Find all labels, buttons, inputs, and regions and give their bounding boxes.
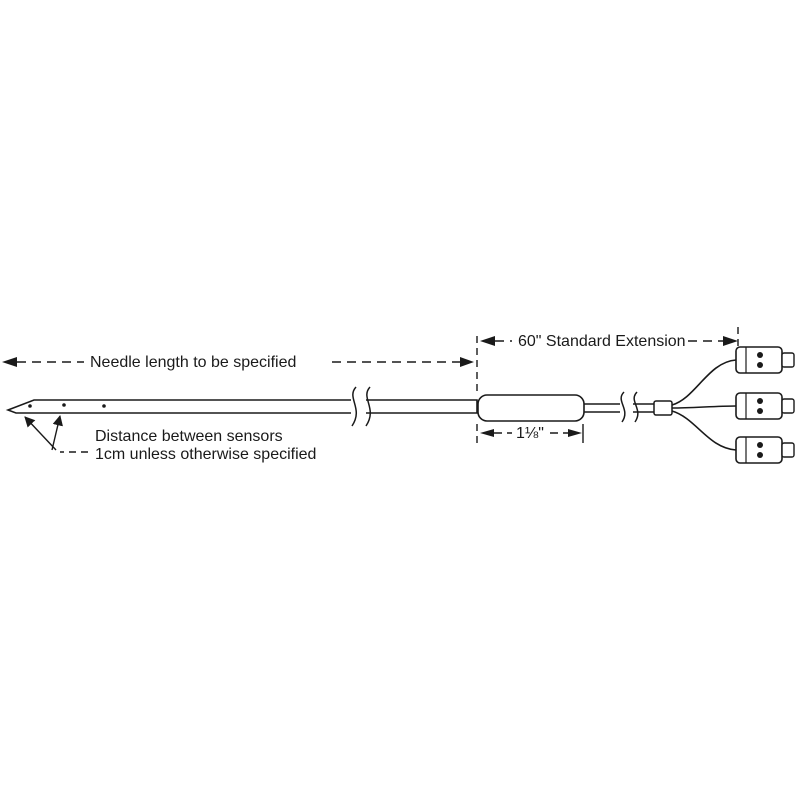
connector-top <box>735 346 795 374</box>
dimension-arrow-right <box>723 336 738 346</box>
needle-shaft <box>5 399 478 414</box>
extension-cable <box>584 403 654 413</box>
needle-length-label: Needle length to be specified <box>90 354 296 371</box>
dimension-arrow-left <box>2 357 17 367</box>
cable-ferrule <box>653 400 673 416</box>
lead-wire-bottom <box>671 410 737 451</box>
connector-screw <box>757 362 763 368</box>
sensor-dot <box>62 403 66 407</box>
connector-body <box>735 392 783 420</box>
break-curve <box>620 391 626 423</box>
sensor-note-leaders <box>24 414 88 453</box>
leader-arrow-left <box>24 416 57 451</box>
connector-body <box>735 346 783 374</box>
connector-body <box>735 436 783 464</box>
connector-nose <box>781 442 795 458</box>
extension-label: 60" Standard Extension <box>518 333 686 350</box>
sensor-dot <box>102 404 106 408</box>
connector-screw <box>757 452 763 458</box>
dimension-arrow-right <box>568 429 582 437</box>
lead-wires <box>671 359 737 451</box>
connector-screw <box>757 442 763 448</box>
sensor-dot <box>28 404 32 408</box>
leader-arrow-right <box>51 414 63 451</box>
connector-screw <box>757 352 763 358</box>
connector-screw <box>757 408 763 414</box>
extension-dimension <box>476 327 739 443</box>
break-curve <box>633 391 639 423</box>
break-mark-needle <box>351 386 372 427</box>
needle-probe <box>5 399 478 414</box>
lead-wire-middle <box>671 405 737 409</box>
sensor-note-line2: 1cm unless otherwise specified <box>95 446 316 463</box>
connector-screw <box>757 398 763 404</box>
connector-middle <box>735 392 795 420</box>
lead-wire-top <box>671 359 737 406</box>
sensor-note-line1: Distance between sensors <box>95 428 283 445</box>
handle-dimension <box>480 424 584 443</box>
probe-handle <box>477 394 585 422</box>
needle-length-dimension <box>2 357 474 367</box>
break-curve <box>365 386 372 427</box>
dimension-arrow-right <box>460 357 474 367</box>
dimension-arrow-left <box>480 336 495 346</box>
break-mark-cable <box>620 391 639 423</box>
connector-bottom <box>735 436 795 464</box>
connector-nose <box>781 352 795 368</box>
connector-nose <box>781 398 795 414</box>
handle-dimension-label: 1⅛" <box>516 425 544 442</box>
break-curve <box>351 386 358 427</box>
dimension-arrow-left <box>480 429 494 437</box>
